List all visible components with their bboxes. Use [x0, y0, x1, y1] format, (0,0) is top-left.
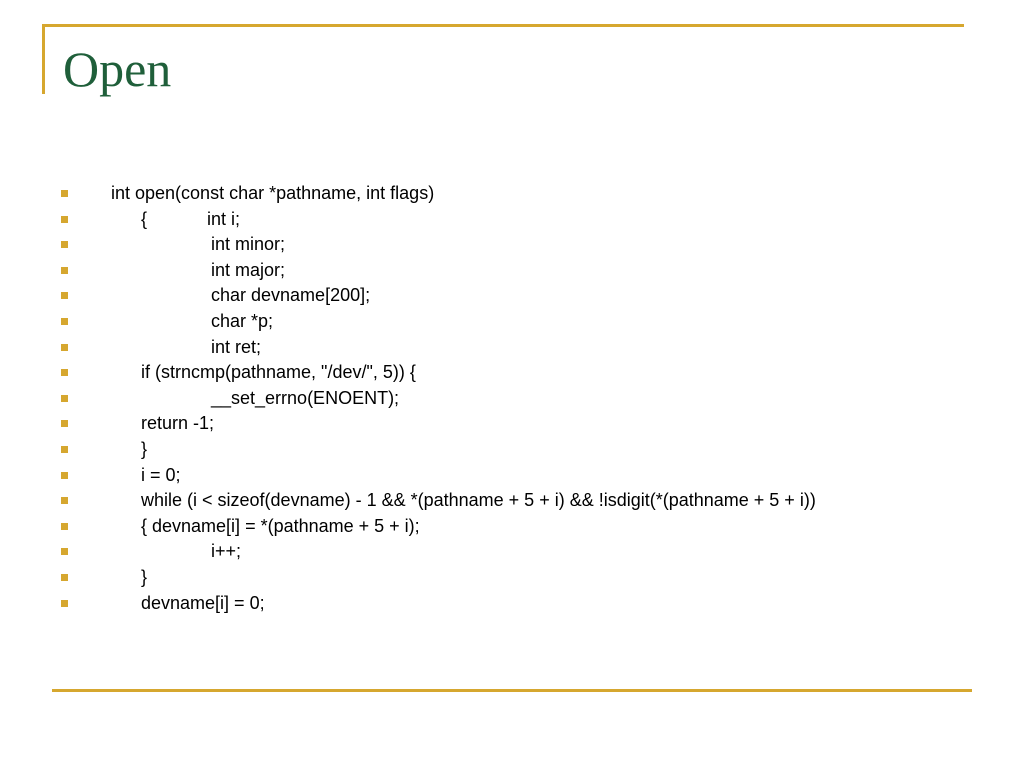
square-bullet-icon — [61, 241, 68, 249]
frame-bottom-rule — [52, 689, 972, 692]
code-line: i = 0; — [141, 464, 181, 485]
list-item: char devname[200]; — [61, 283, 941, 309]
list-item: i++; — [61, 539, 941, 565]
list-item: int minor; — [61, 232, 941, 258]
list-item: int major; — [61, 258, 941, 284]
code-line: if (strncmp(pathname, "/dev/", 5)) { — [141, 362, 416, 383]
list-item: int ret; — [61, 335, 941, 361]
square-bullet-icon — [61, 599, 68, 607]
code-line: devname[i] = 0; — [141, 592, 265, 613]
code-line: } — [141, 438, 148, 459]
square-bullet-icon — [61, 343, 68, 351]
square-bullet-icon — [61, 420, 68, 428]
code-line: i++; — [211, 541, 242, 562]
code-line: { int i; — [141, 208, 241, 229]
list-item: } — [61, 437, 941, 463]
square-bullet-icon — [61, 317, 68, 325]
code-line: } — [141, 566, 148, 587]
code-line: char *p; — [211, 310, 274, 331]
list-item: int open(const char *pathname, int flags… — [61, 181, 941, 207]
list-item: if (strncmp(pathname, "/dev/", 5)) { — [61, 360, 941, 386]
square-bullet-icon — [61, 369, 68, 377]
code-line: int major; — [211, 259, 286, 280]
code-line: int open(const char *pathname, int flags… — [111, 183, 435, 203]
square-bullet-icon — [61, 394, 68, 402]
square-bullet-icon — [61, 522, 68, 530]
square-bullet-icon — [61, 266, 68, 274]
list-item: devname[i] = 0; — [61, 591, 941, 617]
square-bullet-icon — [61, 215, 68, 223]
square-bullet-icon — [61, 497, 68, 505]
square-bullet-icon — [61, 292, 68, 300]
list-item: __set_errno(ENOENT); — [61, 386, 941, 412]
square-bullet-icon — [61, 573, 68, 581]
slide-title: Open — [63, 41, 172, 97]
square-bullet-icon — [61, 445, 68, 453]
code-line: __set_errno(ENOENT); — [211, 387, 400, 408]
list-item: while (i < sizeof(devname) - 1 && *(path… — [61, 488, 941, 514]
list-item: char *p; — [61, 309, 941, 335]
code-bullet-list: int open(const char *pathname, int flags… — [61, 181, 941, 616]
list-item: i = 0; — [61, 463, 941, 489]
frame-left-rule — [42, 24, 45, 94]
code-line: return -1; — [141, 413, 215, 434]
code-line: char devname[200]; — [211, 285, 371, 306]
code-line: while (i < sizeof(devname) - 1 && *(path… — [141, 490, 816, 511]
code-line: int minor; — [211, 234, 286, 255]
list-item: return -1; — [61, 411, 941, 437]
square-bullet-icon — [61, 471, 68, 479]
code-line: int ret; — [211, 336, 262, 357]
code-line: { devname[i] = *(pathname + 5 + i); — [141, 515, 420, 536]
square-bullet-icon — [61, 190, 68, 197]
list-item: { int i; — [61, 207, 941, 233]
frame-top-rule — [42, 24, 964, 27]
list-item: } — [61, 565, 941, 591]
list-item: { devname[i] = *(pathname + 5 + i); — [61, 514, 941, 540]
square-bullet-icon — [61, 548, 68, 556]
